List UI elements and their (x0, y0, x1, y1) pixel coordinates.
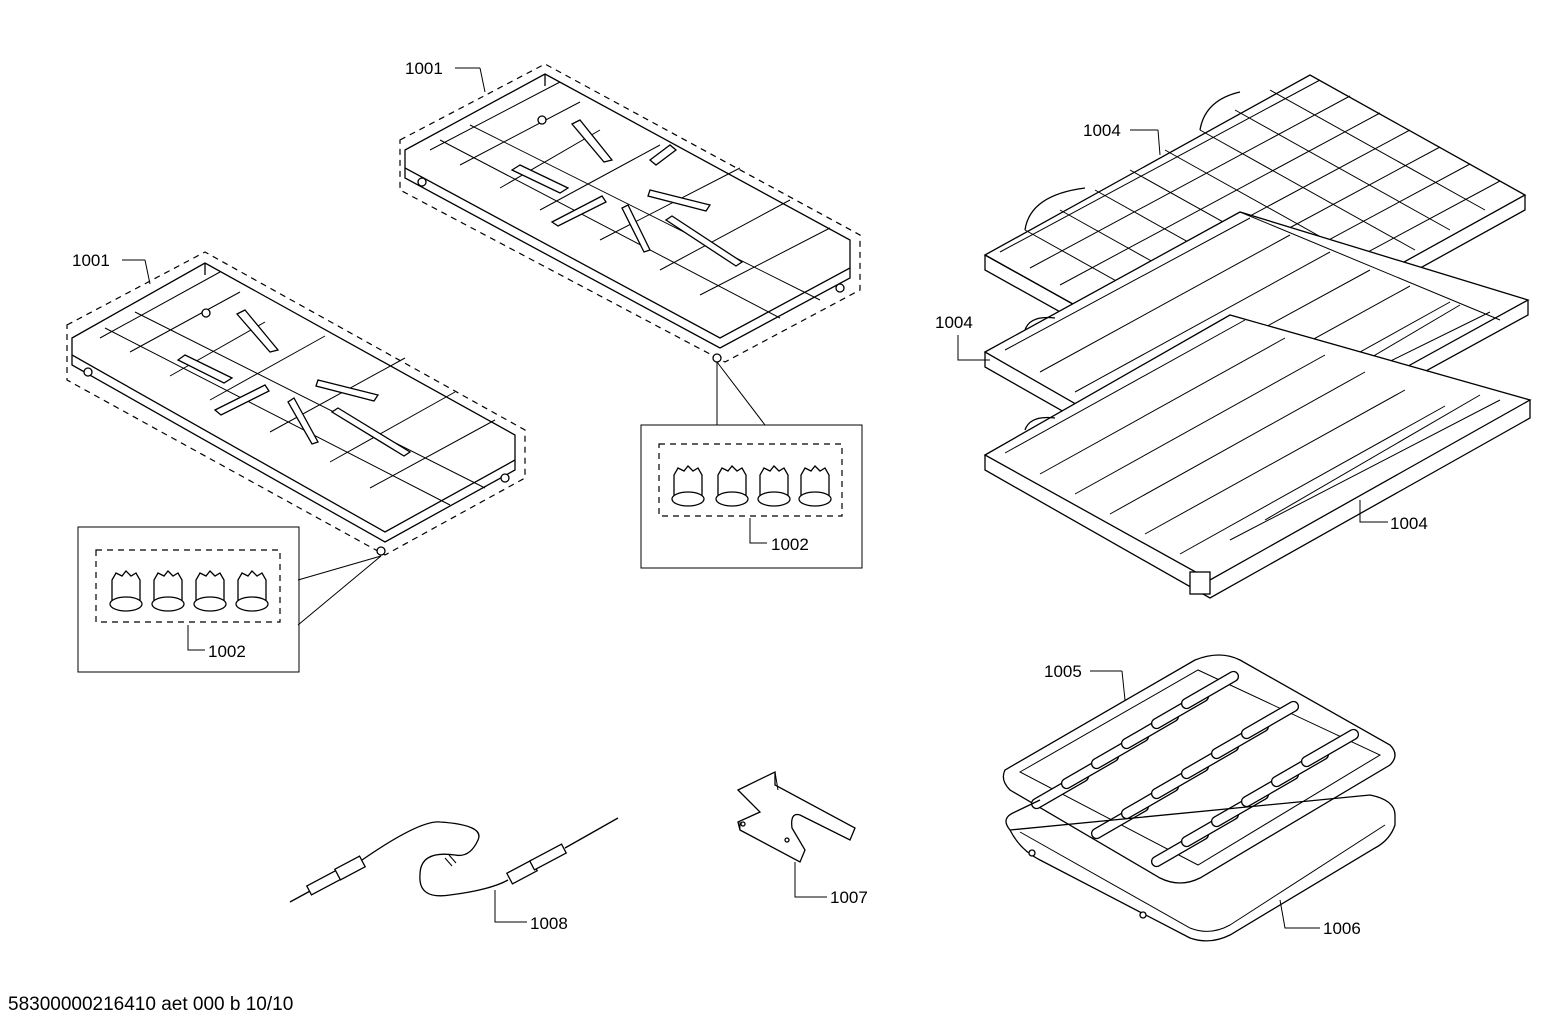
label-1002-left: 1002 (208, 642, 246, 661)
broil-grill-insert (1002, 654, 1396, 884)
document-footer-id: 58300000216410 aet 000 b 10/10 (8, 994, 294, 1015)
label-1002-right: 1002 (771, 535, 809, 554)
meat-probe (289, 817, 619, 903)
label-1007: 1007 (830, 888, 868, 907)
label-1008: 1008 (530, 914, 568, 933)
burner-grate-top (399, 63, 861, 363)
knobs-box-left (77, 526, 300, 673)
label-1004-bottom: 1004 (1390, 514, 1428, 533)
probe-bracket (736, 770, 856, 863)
label-1005: 1005 (1044, 662, 1082, 681)
label-1001-top: 1001 (405, 59, 443, 78)
control-knobs-right (671, 465, 832, 507)
control-knobs-left (109, 570, 269, 612)
label-1004-middle: 1004 (935, 313, 973, 332)
broil-pan (1005, 794, 1396, 942)
burner-grate-left (66, 251, 526, 556)
label-1004-top: 1004 (1083, 121, 1121, 140)
label-1001-left: 1001 (72, 251, 110, 270)
label-1006: 1006 (1323, 919, 1361, 938)
oven-rack-bottom (983, 314, 1532, 599)
knobs-box-right (640, 424, 863, 569)
